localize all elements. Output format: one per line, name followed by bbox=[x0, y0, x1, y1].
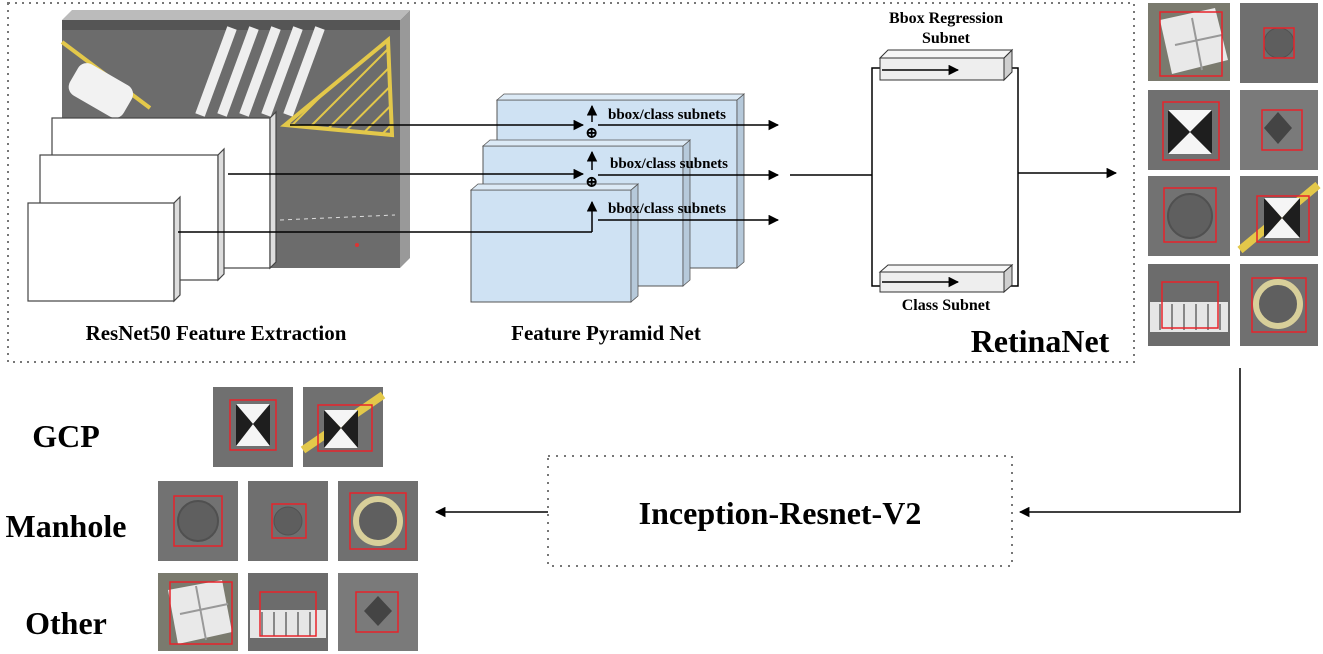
thumb-manhole-2 bbox=[1148, 176, 1230, 256]
subnets-label-middle: bbox/class subnets bbox=[610, 156, 728, 172]
category-label-manhole: Manhole bbox=[6, 508, 127, 544]
bbox-subnet-title-1: Bbox Regression bbox=[889, 10, 1003, 27]
detections-to-classifier-arrow bbox=[1018, 368, 1241, 518]
class-subnet-bar bbox=[878, 263, 1014, 294]
other-thumb-1 bbox=[158, 573, 238, 651]
thumb-gcp-2 bbox=[1237, 176, 1321, 256]
thumb-manhole-3 bbox=[1240, 264, 1318, 346]
category-label-gcp: GCP bbox=[32, 418, 100, 454]
resnet-stack bbox=[27, 10, 410, 303]
class-subnet-title: Class Subnet bbox=[902, 297, 991, 314]
manhole-thumb-3 bbox=[338, 481, 418, 561]
sum-symbol-middle: ⊕ bbox=[585, 174, 598, 191]
thumb-fence-1 bbox=[1148, 3, 1230, 81]
inception-frame bbox=[547, 455, 1013, 567]
fpn-caption: Feature Pyramid Net bbox=[511, 321, 701, 345]
classified-gcp-row bbox=[213, 387, 386, 467]
thumb-fence-2 bbox=[1148, 264, 1230, 346]
resnet-layer-1 bbox=[27, 202, 175, 302]
classified-other-row bbox=[158, 573, 418, 651]
manhole-thumb-1 bbox=[158, 481, 238, 561]
resnet-caption: ResNet50 Feature Extraction bbox=[86, 321, 347, 345]
classified-manhole-row bbox=[158, 481, 418, 561]
subnet-block bbox=[790, 48, 1118, 294]
category-label-other: Other bbox=[25, 605, 107, 641]
thumb-other-1 bbox=[1240, 90, 1318, 170]
subnets-label-bottom: bbox/class subnets bbox=[608, 201, 726, 217]
gcp-thumb-2 bbox=[300, 387, 386, 467]
thumb-gcp-1 bbox=[1148, 90, 1230, 170]
bbox-subnet-title-2: Subnet bbox=[922, 30, 971, 47]
retinanet-caption: RetinaNet bbox=[971, 323, 1110, 359]
detections-grid bbox=[1148, 3, 1321, 346]
gcp-thumb-1 bbox=[213, 387, 293, 467]
bbox-subnet-bar bbox=[878, 48, 1014, 82]
other-thumb-2 bbox=[248, 573, 328, 651]
aerial-image-layer bbox=[60, 10, 410, 268]
manhole-thumb-2 bbox=[248, 481, 328, 561]
inception-caption: Inception-Resnet-V2 bbox=[639, 495, 922, 531]
subnets-label-top: bbox/class subnets bbox=[608, 107, 726, 123]
lateral-connections bbox=[178, 104, 780, 233]
thumb-manhole-1 bbox=[1240, 3, 1318, 83]
other-thumb-3 bbox=[338, 573, 418, 651]
sum-symbol-top: ⊕ bbox=[585, 125, 598, 142]
